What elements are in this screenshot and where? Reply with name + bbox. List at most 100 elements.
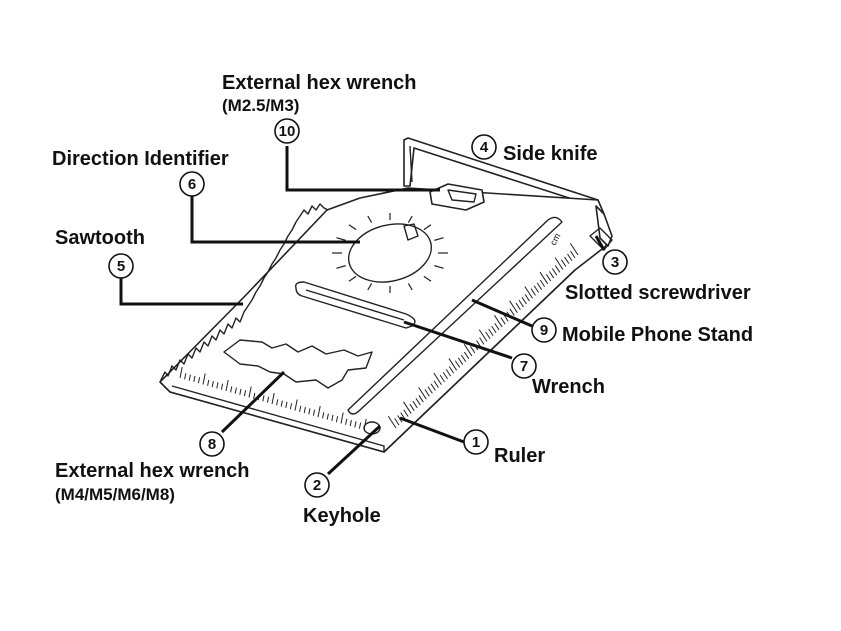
ruler-tick bbox=[202, 373, 206, 385]
label-mobile-phone-stand: Mobile Phone Stand bbox=[562, 324, 753, 346]
ruler-tick bbox=[524, 286, 533, 299]
leader-hex-small bbox=[285, 146, 440, 192]
ruler-tick bbox=[412, 400, 418, 409]
ruler-tick bbox=[515, 302, 521, 311]
ruler-tick bbox=[485, 331, 491, 339]
ruler-tick bbox=[551, 268, 558, 276]
label-external-hex-wrench-large: External hex wrench bbox=[55, 460, 250, 482]
leader-keyhole bbox=[326, 424, 382, 476]
leader-lines bbox=[119, 146, 606, 476]
ruler-tick bbox=[312, 409, 316, 416]
callout-4: 4 bbox=[471, 134, 497, 160]
ruler-tick bbox=[248, 386, 252, 398]
ruler-tick bbox=[188, 374, 191, 381]
compass-ray bbox=[348, 224, 357, 231]
leader-phone-stand bbox=[471, 298, 533, 328]
ruler-tick bbox=[207, 379, 210, 386]
ruler-tick bbox=[322, 412, 325, 419]
ruler-tick bbox=[433, 372, 442, 386]
ruler-tick bbox=[266, 396, 270, 403]
callout-5: 5 bbox=[108, 253, 134, 279]
ruler-tick bbox=[354, 421, 357, 428]
ruler-tick bbox=[430, 383, 436, 391]
ruler-tick bbox=[289, 403, 293, 410]
label-direction-identifier: Direction Identifier bbox=[52, 148, 229, 170]
ruler-tick bbox=[349, 420, 352, 427]
ruler-tick bbox=[280, 400, 283, 407]
leader-hex-large bbox=[220, 370, 286, 434]
ruler-tick bbox=[488, 328, 494, 337]
leader-sawtooth bbox=[119, 278, 243, 306]
callout-6: 6 bbox=[179, 171, 205, 197]
label-sawtooth: Sawtooth bbox=[55, 227, 145, 249]
ruler-tick bbox=[276, 399, 279, 406]
callout-3: 3 bbox=[602, 249, 628, 275]
ruler-tick bbox=[463, 343, 473, 357]
ruler-tick bbox=[539, 271, 549, 285]
callout-number: 7 bbox=[520, 358, 528, 375]
ruler-tick bbox=[491, 325, 497, 334]
ruler-tick bbox=[271, 392, 275, 405]
callout-10: 10 bbox=[274, 118, 300, 144]
ruler-tick bbox=[358, 422, 362, 429]
ruler-tick bbox=[197, 377, 201, 384]
ruler-tick bbox=[225, 379, 229, 392]
ruler-tick bbox=[445, 369, 452, 377]
ruler-tick bbox=[303, 407, 306, 414]
label-keyhole: Keyhole bbox=[303, 505, 381, 527]
ruler-tick bbox=[345, 418, 348, 425]
ruler-tick bbox=[415, 397, 421, 406]
ruler-tick bbox=[262, 395, 265, 402]
ruler-tick bbox=[230, 386, 233, 393]
ruler-tick bbox=[424, 389, 430, 397]
callout-number: 5 bbox=[117, 258, 125, 275]
ruler-ticks-right bbox=[387, 242, 579, 429]
callout-1: 1 bbox=[463, 429, 489, 455]
callout-9: 9 bbox=[531, 317, 557, 343]
ruler-tick bbox=[569, 242, 579, 256]
ruler-ticks-bottom bbox=[179, 366, 367, 431]
ruler-tick bbox=[500, 317, 506, 325]
ruler-tick bbox=[184, 373, 187, 380]
callout-number: 3 bbox=[611, 254, 619, 271]
callout-7: 7 bbox=[511, 353, 537, 379]
compass-ray bbox=[423, 275, 432, 282]
ruler-tick bbox=[299, 405, 302, 412]
ruler-tick bbox=[457, 357, 464, 365]
ruler-tick bbox=[211, 381, 214, 388]
ruler-tick bbox=[530, 288, 536, 296]
ruler-tick bbox=[433, 380, 439, 388]
ruler-tick bbox=[418, 395, 424, 403]
large-hex-cutout bbox=[223, 339, 373, 389]
callout-number: 6 bbox=[188, 176, 196, 193]
ruler-tick bbox=[394, 418, 400, 426]
ruler-tick bbox=[463, 351, 470, 360]
ruler-tick bbox=[253, 392, 256, 399]
ruler-tick bbox=[521, 297, 527, 305]
label-ruler: Ruler bbox=[494, 445, 545, 467]
callout-number: 1 bbox=[472, 434, 480, 451]
phone-stand-slot bbox=[294, 281, 416, 329]
ruler-tick bbox=[548, 271, 555, 279]
callout-8: 8 bbox=[199, 431, 225, 457]
ruler-tick bbox=[317, 405, 321, 418]
ruler-tick bbox=[243, 390, 247, 397]
ruler-tick bbox=[335, 416, 339, 423]
leader-ruler bbox=[399, 416, 465, 444]
compass-ray bbox=[434, 265, 444, 269]
ruler-tick bbox=[216, 382, 219, 389]
ruler-tick bbox=[439, 374, 445, 383]
ruler-tick bbox=[403, 401, 412, 414]
ruler-tick bbox=[308, 408, 311, 415]
compass-ray bbox=[407, 215, 413, 223]
leader-direction bbox=[190, 196, 360, 244]
ruler-tick bbox=[509, 300, 518, 313]
ruler-tick bbox=[564, 256, 570, 264]
callout-number: 2 bbox=[313, 477, 321, 494]
ruler-tick bbox=[570, 250, 576, 259]
small-hex-slot bbox=[429, 183, 485, 211]
compass-ray bbox=[336, 265, 346, 269]
label-side-knife: Side knife bbox=[503, 143, 597, 165]
ruler-tick bbox=[494, 315, 503, 328]
ruler-tick bbox=[387, 415, 397, 429]
